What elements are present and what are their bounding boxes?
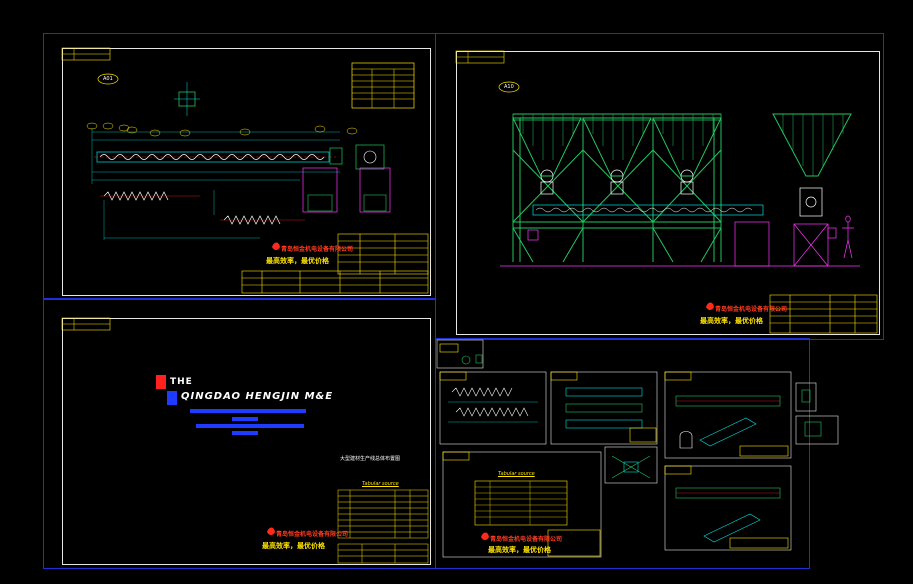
detail-logo-icon [481,532,489,540]
a10-company-logo-text: 青岛恒金机电设备有限公司 [715,306,788,313]
cover-the-label: THE [170,377,193,387]
a01-title-block [241,233,429,294]
cover-bar-1 [190,409,306,413]
detail-mini-header [436,339,484,369]
cover-company-logo-text: 青岛恒金机电设备有限公司 [276,531,349,538]
sheet-detail-group [435,338,810,569]
cover-logo-icon [267,527,275,535]
a10-bases [527,215,854,267]
a01-company-logo-text: 青岛恒金机电设备有限公司 [281,246,354,253]
a01-slogan: 最高效率，最优价格 [266,257,329,265]
cover-slogan: 最高效率，最优价格 [262,542,325,550]
a10-title-block [769,294,878,334]
detail-slogan: 最高效率，最优价格 [488,546,551,554]
detail-sheet-table [442,451,602,558]
cover-blue-block [167,391,177,405]
a10-feeders [532,169,823,217]
a01-spec-table [351,62,415,109]
a01-view-label: A01 [103,76,113,82]
frame-a10 [456,51,880,335]
frame-cover [62,318,431,565]
a01-logo-icon [272,242,280,250]
detail-sheet-1 [439,371,547,445]
a01-title-block-stub [61,47,111,61]
cover-red-block [156,375,166,389]
detail-sheet-5 [664,465,792,551]
cover-title-block-stub [61,317,111,331]
a10-view-label: A10 [504,84,514,90]
cover-bar-4 [232,431,258,435]
a01-conveyor [86,122,391,240]
cover-table-title: Tabular source [362,481,399,487]
cover-drawing-index [337,489,429,564]
a01-view-bubble [97,73,119,85]
a10-slogan: 最高效率，最优价格 [700,317,763,325]
cover-bar-3 [196,424,304,428]
frame-a01 [62,48,431,296]
detail-sheet-small [795,382,839,445]
cover-bar-2 [232,417,258,421]
detail-company-logo-text: 青岛恒金机电设备有限公司 [490,536,563,543]
detail-sheet-2 [550,371,658,445]
sheet-top-right [435,33,884,340]
cover-company-name: QINGDAO HENGJIN M&E [181,391,334,402]
detail-sheet-4 [604,446,658,484]
a10-view-bubble [498,81,520,93]
a10-silo-structure [512,113,852,263]
a10-logo-icon [706,302,714,310]
detail-table-title: Tabular source [498,471,535,477]
detail-sheet-3 [664,371,792,459]
a01-section-detail [174,82,200,116]
a10-title-block-stub [455,50,505,64]
cover-cn-title: 大型建材生产线总体布置图 [340,456,401,462]
